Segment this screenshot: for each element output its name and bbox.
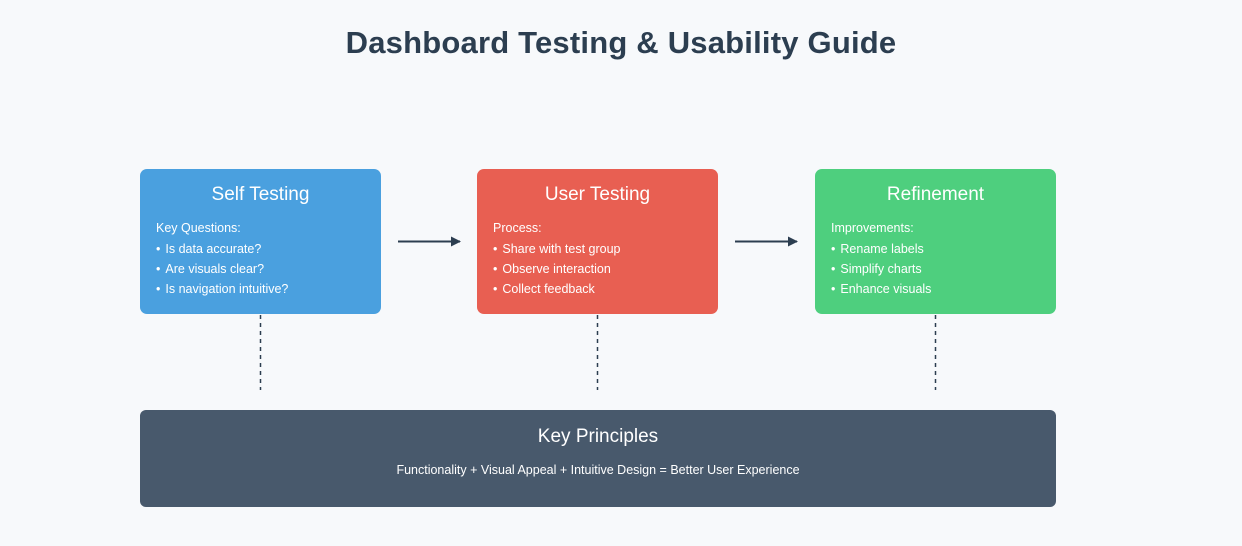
user-testing-item-text: Observe interaction: [502, 262, 611, 276]
self-testing-card: Self Testing Key Questions: • Is data acc…: [140, 169, 381, 314]
refinement-heading: Improvements:: [831, 221, 914, 235]
self-testing-item-text: Is data accurate?: [165, 242, 262, 256]
bullet-icon: •: [493, 242, 498, 256]
self-testing-item-text: Are visuals clear?: [165, 262, 265, 276]
self-testing-heading: Key Questions:: [156, 221, 241, 235]
self-testing-item-text: Is navigation intuitive?: [165, 282, 289, 296]
bullet-icon: •: [831, 282, 836, 296]
diagram-title: Dashboard Testing & Usability Guide: [345, 25, 897, 60]
bullet-icon: •: [156, 242, 161, 256]
user-testing-item-text: Collect feedback: [502, 282, 595, 296]
bullet-icon: •: [831, 242, 836, 256]
bullet-icon: •: [156, 282, 161, 296]
refinement-item-text: Simplify charts: [840, 262, 922, 276]
user-testing-item-text: Share with test group: [502, 242, 621, 256]
user-testing-card: User Testing Process: • Share with test g…: [477, 169, 718, 314]
self-testing-title: Self Testing: [211, 184, 310, 205]
bullet-icon: •: [831, 262, 836, 276]
refinement-card: Refinement Improvements: •Rename labels …: [815, 169, 1056, 314]
refinement-item: • Simplify charts: [831, 262, 922, 276]
self-testing-item: • Are visuals clear?: [156, 262, 264, 276]
key-principles-title: Key Principles: [537, 426, 659, 447]
refinement-item-text: Rename labels: [840, 242, 924, 256]
bullet-icon: •: [493, 262, 498, 276]
key-principles-text: Functionality + Visual Appeal + Intuitiv…: [396, 463, 800, 477]
self-testing-item: • Is data accurate?: [156, 242, 261, 256]
bullet-icon: •: [156, 262, 161, 276]
refinement-item-text: Enhance visuals: [840, 282, 932, 296]
key-principles-box: Key Principles Functionality + Visual Ap…: [140, 410, 1056, 507]
user-testing-heading: Process:: [493, 221, 542, 235]
bullet-icon: •: [493, 282, 498, 296]
user-testing-item: • Observe interaction: [493, 262, 611, 276]
refinement-item: • Rename labels: [831, 242, 924, 256]
self-testing-item: • Is navigation intuitive?: [156, 282, 288, 296]
user-testing-item: • Collect feedback: [493, 282, 595, 296]
user-testing-item: • Share with test group: [493, 242, 621, 256]
refinement-item: • Enhance visuals: [831, 282, 931, 296]
refinement-title: Refinement: [886, 184, 985, 205]
user-testing-title: User Testing: [544, 184, 651, 205]
